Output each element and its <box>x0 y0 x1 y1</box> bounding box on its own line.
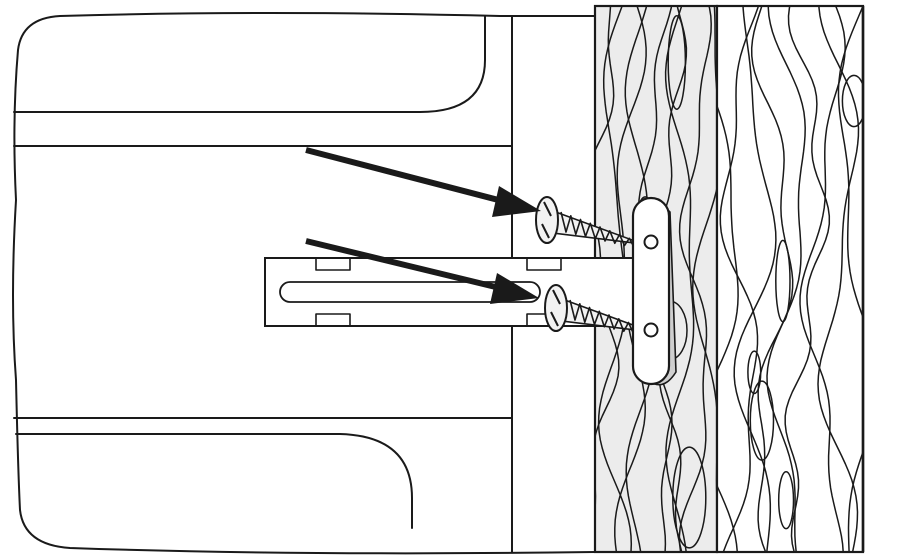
bracket-hole <box>643 234 659 250</box>
grain-knot <box>775 239 791 323</box>
cabinet-outline <box>12 12 596 555</box>
grain-line <box>719 7 759 551</box>
arrow-upper <box>305 147 541 217</box>
grain-line <box>784 7 831 551</box>
screw-slot <box>550 289 561 327</box>
rail-slot <box>279 281 541 303</box>
arrow-lower <box>305 238 539 304</box>
grain-line <box>766 7 806 551</box>
grain-line <box>817 7 860 551</box>
screw-head <box>544 284 568 332</box>
rail-tab <box>315 257 351 271</box>
grain-line <box>718 106 739 551</box>
wood-screw-lower <box>544 284 653 337</box>
screw-slot <box>541 201 552 239</box>
rail-tab <box>315 313 351 327</box>
top-recess <box>13 15 486 113</box>
drawer-slide-cabinet <box>12 12 596 555</box>
wood-grain-lines-right <box>718 7 862 551</box>
screw-thread <box>560 211 636 249</box>
bottom-recess <box>15 433 413 529</box>
grain-knot <box>749 380 775 461</box>
bracket-hole <box>643 322 659 338</box>
wood-grain-board <box>715 4 865 554</box>
grain-knot <box>672 446 707 549</box>
grain-knot <box>747 350 762 395</box>
screw-head <box>535 196 559 244</box>
grain-knot <box>777 471 795 530</box>
grain-line <box>750 7 794 551</box>
grain-knot <box>667 15 687 110</box>
grain-line <box>691 7 716 495</box>
grain-line <box>837 7 862 551</box>
grain-line <box>799 7 846 551</box>
mounting-bracket <box>631 196 677 386</box>
screw-thread <box>569 299 645 337</box>
grain-line <box>664 7 695 551</box>
rail-tab <box>526 257 562 271</box>
wood-screw-upper <box>535 196 644 249</box>
grain-knot <box>841 74 862 128</box>
